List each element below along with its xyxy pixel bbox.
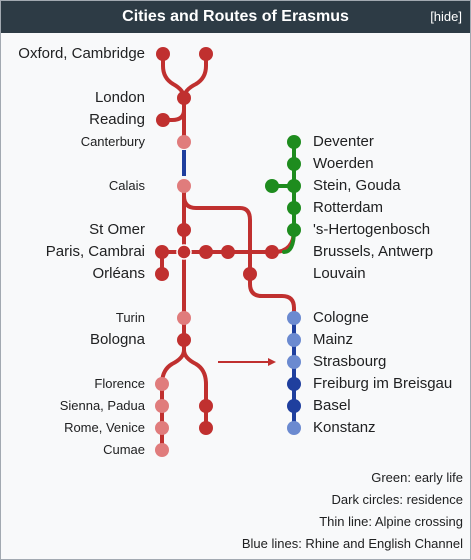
label-freiburg: Freiburg im Breisgau xyxy=(313,375,453,392)
label-hertogenbosch: 's-Hertogenbosch xyxy=(313,221,431,238)
station-cambridge xyxy=(199,47,213,61)
bologna-venice-line xyxy=(182,348,208,430)
label-deventer: Deventer xyxy=(313,133,374,150)
label-st-omer: St Omer xyxy=(89,221,145,238)
station-cologne xyxy=(287,311,301,325)
station-calais xyxy=(177,179,191,193)
label-turin: Turin xyxy=(115,310,145,325)
legend-dark-circles: Dark circles: residence xyxy=(331,492,464,507)
station-canterbury xyxy=(177,135,191,149)
station-bologna xyxy=(177,333,191,347)
station-cambrai xyxy=(176,244,192,260)
label-london: London xyxy=(94,89,145,106)
label-paris-cambrai: Paris, Cambrai xyxy=(45,243,145,260)
station-oxford xyxy=(156,47,170,61)
cambridge-branch xyxy=(182,52,208,100)
station-hertogenbosch xyxy=(287,223,301,237)
calais-bypass xyxy=(182,194,252,254)
label-cologne: Cologne xyxy=(313,309,369,326)
station-deventer xyxy=(287,135,301,149)
direction-arrow xyxy=(218,358,276,366)
legend-blue-lines: Blue lines: Rhine and English Channel xyxy=(241,536,463,551)
station-louvain xyxy=(243,267,257,281)
reading-branch xyxy=(161,108,186,122)
station-padua xyxy=(199,399,213,413)
label-louvain: Louvain xyxy=(313,265,366,282)
label-orleans: Orléans xyxy=(92,265,145,282)
station-london xyxy=(177,91,191,105)
label-oxford-cambridge: Oxford, Cambridge xyxy=(18,45,145,62)
station-sienna xyxy=(155,399,169,413)
station-woerden xyxy=(287,157,301,171)
station-st-omer xyxy=(177,223,191,237)
label-bologna: Bologna xyxy=(89,331,145,348)
station-brussels-junction xyxy=(265,245,279,259)
station-stein xyxy=(265,179,279,193)
station-brussels-red xyxy=(199,245,213,259)
label-rotterdam: Rotterdam xyxy=(313,199,384,216)
label-calais: Calais xyxy=(108,178,145,193)
station-reading xyxy=(156,113,170,127)
label-strasbourg: Strasbourg xyxy=(313,353,387,370)
station-paris xyxy=(155,245,169,259)
station-orleans xyxy=(155,267,169,281)
station-freiburg xyxy=(287,377,301,391)
label-basel: Basel xyxy=(313,397,351,414)
oxford-branch xyxy=(161,52,186,100)
station-rome xyxy=(155,421,169,435)
stations xyxy=(155,47,301,457)
label-konstanz: Konstanz xyxy=(313,419,376,436)
station-konstanz xyxy=(287,421,301,435)
label-sienna-padua: Sienna, Padua xyxy=(59,398,145,413)
hide-toggle[interactable]: [hide] xyxy=(430,9,462,24)
label-florence: Florence xyxy=(94,376,145,391)
label-rome-venice: Rome, Venice xyxy=(64,420,145,435)
station-florence xyxy=(155,377,169,391)
diagram-header: Cities and Routes of Erasmus [hide] xyxy=(1,1,470,33)
station-mainz xyxy=(287,333,301,347)
legend-thin-line: Thin line: Alpine crossing xyxy=(319,514,463,529)
label-brussels-antwerp: Brussels, Antwerp xyxy=(313,243,434,260)
station-turin xyxy=(177,311,191,325)
label-reading: Reading xyxy=(89,111,145,128)
legend-green: Green: early life xyxy=(371,470,463,485)
station-antwerp-red xyxy=(221,245,235,259)
station-cumae xyxy=(155,443,169,457)
station-basel xyxy=(287,399,301,413)
diagram-title: Cities and Routes of Erasmus xyxy=(122,8,349,25)
station-strasbourg xyxy=(287,355,301,369)
label-cumae: Cumae xyxy=(103,442,145,457)
label-mainz: Mainz xyxy=(313,331,354,348)
station-rotterdam xyxy=(287,201,301,215)
label-canterbury: Canterbury xyxy=(80,134,145,149)
station-gouda xyxy=(287,179,301,193)
label-woerden: Woerden xyxy=(313,155,374,172)
louvain-cologne-line xyxy=(248,250,296,320)
station-venice xyxy=(199,421,213,435)
label-stein-gouda: Stein, Gouda xyxy=(313,177,401,194)
